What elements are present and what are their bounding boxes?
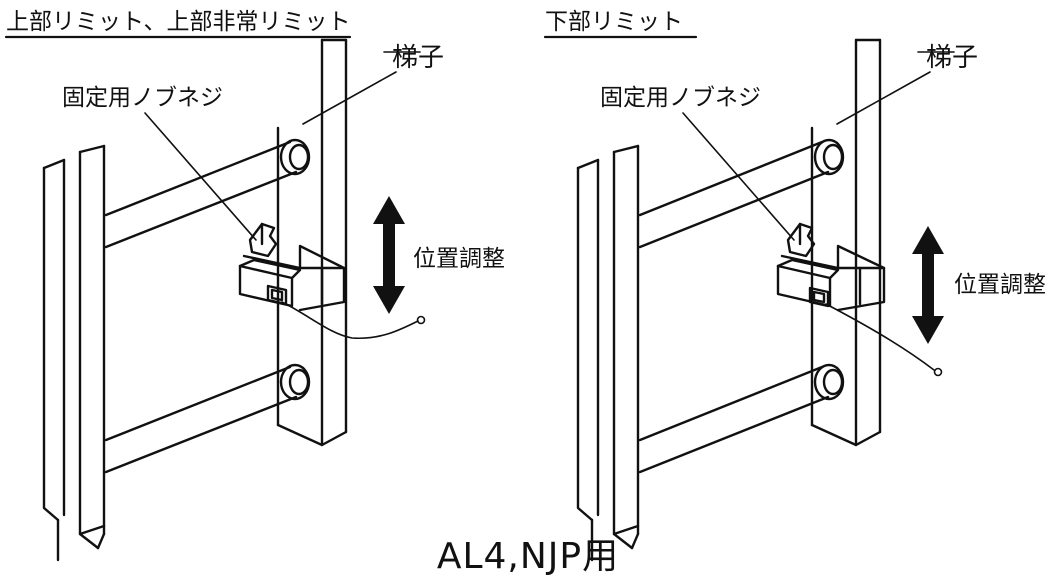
right-adjust-arrow bbox=[912, 226, 944, 344]
left-panel-title: 上部リミット、上部非常リミット bbox=[6, 9, 351, 35]
right-upper-rung bbox=[638, 138, 845, 249]
right-ladder-label: 梯子 bbox=[926, 43, 978, 73]
left-upper-rung bbox=[104, 138, 311, 249]
left-ladder-leader bbox=[302, 71, 397, 125]
right-adjust-label: 位置調整 bbox=[954, 272, 1046, 298]
right-panel-title: 下部リミット bbox=[545, 9, 683, 35]
left-knob-leader bbox=[144, 112, 257, 241]
left-panel: 上部リミット、上部非常リミット bbox=[4, 9, 505, 562]
right-panel: 下部リミット bbox=[543, 9, 1046, 562]
right-knob-label: 固定用ノブネジ bbox=[600, 85, 761, 111]
left-ladder-label: 梯子 bbox=[392, 43, 444, 73]
left-side-rail bbox=[42, 144, 106, 562]
left-adjust-label: 位置調整 bbox=[413, 246, 505, 272]
right-ladder-rail bbox=[810, 38, 882, 447]
left-knob-label: 固定用ノブネジ bbox=[62, 85, 223, 111]
right-knob-leader bbox=[682, 112, 795, 241]
left-ladder-rail bbox=[276, 38, 348, 447]
right-ladder-leader bbox=[836, 71, 931, 125]
left-adjust-arrow bbox=[373, 196, 405, 314]
left-limit-switch bbox=[238, 222, 426, 340]
right-lower-rung bbox=[638, 363, 845, 474]
diagram-caption: AL4,NJP用 bbox=[437, 536, 619, 577]
left-lower-rung bbox=[104, 363, 311, 474]
right-limit-switch bbox=[776, 222, 943, 377]
right-side-rail bbox=[576, 144, 640, 562]
